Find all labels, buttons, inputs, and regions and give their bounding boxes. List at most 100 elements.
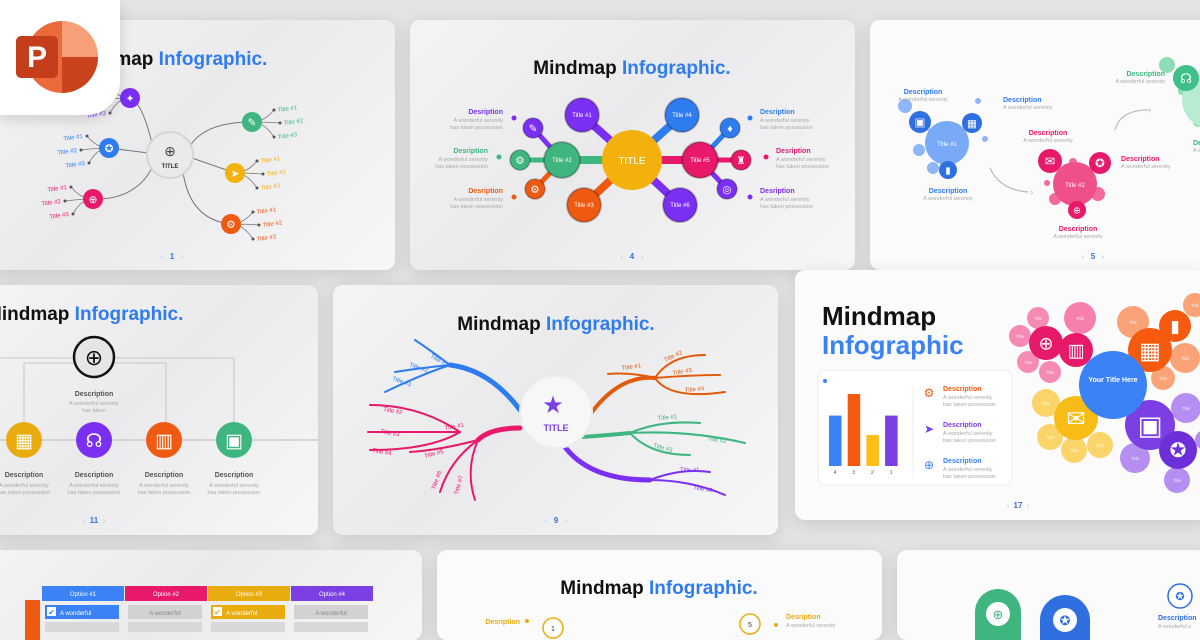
checkbox-checked[interactable]	[213, 607, 222, 616]
option-header-label: Option #1	[70, 592, 97, 598]
globe-icon: ⊕	[993, 607, 1004, 622]
gear-icon: ⚙	[530, 184, 539, 196]
headset-icon: ☊	[1180, 71, 1192, 86]
mindmap-branch	[649, 470, 711, 481]
branch-label: Title #1	[621, 363, 642, 372]
branch-label: Title #2	[707, 436, 728, 445]
description-text: A wonderful serenity	[69, 401, 119, 407]
description-heading: Description	[943, 422, 982, 429]
description-text: has taken possession	[450, 125, 503, 131]
branch-item-label: Title #3	[256, 234, 277, 243]
bar-category-label: 3	[852, 470, 855, 476]
lamp-icon: ♜	[736, 155, 745, 167]
title-bubble	[1032, 389, 1060, 417]
description-text: has taken possession	[943, 438, 996, 444]
briefcase-icon: ▣	[225, 431, 243, 452]
branch-item-label: Title #1	[63, 134, 84, 143]
option-header[interactable]	[42, 586, 124, 601]
headset-icon: ☊	[86, 431, 103, 452]
decor-bubble	[975, 98, 981, 104]
bar-category-label: 1	[890, 470, 893, 476]
bullet-dot	[511, 115, 517, 121]
connector-dot	[85, 134, 89, 138]
title-part-infographic: Infographic.	[622, 58, 731, 79]
award-icon: ✪	[1170, 440, 1187, 462]
chart-icon: ▥	[155, 431, 173, 452]
branch-label: Title #3	[652, 443, 673, 454]
title-bubble	[1037, 424, 1063, 450]
description-text: A wonderful serenity	[943, 395, 993, 401]
option-cell[interactable]	[45, 605, 119, 619]
option-cell-text: A wonderful	[60, 611, 91, 617]
option-cell[interactable]	[294, 622, 368, 632]
globe-icon: ⊕	[924, 458, 934, 472]
option-header[interactable]	[125, 586, 207, 601]
title-bubble-label: Title	[1182, 406, 1191, 411]
option-header[interactable]	[208, 586, 290, 601]
branch-item-label: Title #2	[57, 148, 78, 157]
title-bubble	[1164, 467, 1190, 493]
next-page-icon: ›	[1102, 254, 1105, 261]
globe-icon-badge	[1068, 201, 1086, 219]
powerpoint-logo-tile	[16, 36, 58, 78]
description-heading: Desription	[453, 148, 488, 155]
option-cell[interactable]	[294, 605, 368, 619]
gear-icon: ⚙	[924, 386, 935, 400]
description-heading: Description	[5, 472, 44, 479]
description-heading: Desription	[786, 614, 821, 621]
checkbox-checked[interactable]	[47, 607, 56, 616]
bullet-dot	[747, 115, 753, 121]
prev-page-icon: ‹	[83, 518, 86, 525]
title-bubble	[1039, 361, 1061, 383]
branch-label: Title #2	[383, 407, 404, 416]
bar-4	[829, 415, 842, 466]
bar-category-label: 2	[871, 470, 874, 476]
mindmap-branch	[475, 425, 523, 443]
branch-item-label: Title #1	[256, 207, 277, 216]
option-cell[interactable]	[211, 622, 285, 632]
page-number: 11	[90, 516, 99, 525]
award-icon: ✪	[1095, 158, 1105, 170]
description-heading: Description	[1059, 226, 1098, 233]
description-text: A wonderful serenity	[209, 483, 259, 489]
description-text: has taken possession	[760, 204, 813, 210]
option-cell[interactable]	[45, 622, 119, 632]
pencil-icon-badge	[522, 117, 544, 139]
option-cell[interactable]	[128, 622, 202, 632]
flow-arrow	[1114, 109, 1149, 131]
prev-page-icon: ‹	[621, 254, 624, 261]
title-bubble-label: Title	[1034, 316, 1043, 321]
pencil-icon-badge	[242, 112, 262, 132]
description-text: has taken	[82, 408, 106, 414]
description-heading: Description	[215, 472, 254, 479]
flow-arrow	[989, 167, 1029, 193]
description-text: has taken possession	[138, 490, 191, 496]
title-part-infographic: Infographic.	[159, 49, 268, 70]
title-part-mindmap: Mindmap	[560, 578, 649, 599]
chart-icon-badge	[1059, 333, 1093, 367]
title-bubble	[1009, 325, 1031, 347]
briefcase-icon-badge	[909, 111, 931, 133]
description-text: has taken possession	[68, 490, 121, 496]
description-text: has taken possession	[943, 474, 996, 480]
option-header[interactable]	[291, 586, 373, 601]
description-text: A wonderful serenity	[1121, 164, 1171, 170]
branch-item-label: Title #3	[260, 183, 281, 192]
connector-dot	[251, 210, 255, 214]
center-title: TITLE	[544, 423, 569, 433]
description-heading: Description	[1121, 156, 1160, 163]
title-node-label: Title #3	[574, 203, 594, 209]
pin-center	[986, 602, 1010, 626]
option-cell[interactable]	[128, 605, 202, 619]
option-cell[interactable]	[211, 605, 285, 619]
connector-dot	[272, 135, 276, 139]
bullet-dot	[747, 194, 753, 200]
description-heading: Desription	[485, 619, 520, 626]
